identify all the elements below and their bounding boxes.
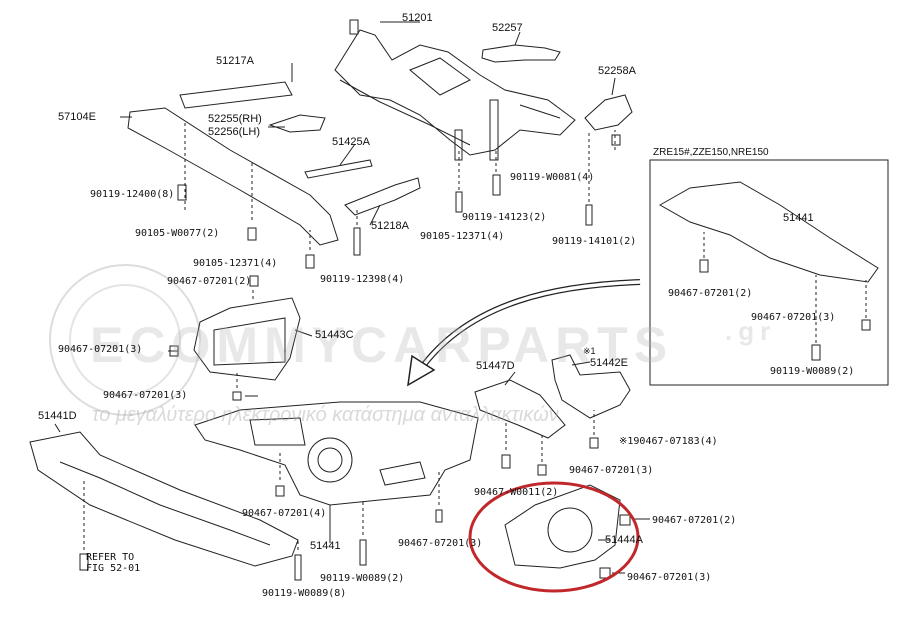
crossmember-57104e-part	[127, 107, 339, 246]
label-57104e: 57104E	[58, 111, 96, 123]
brace-51425a-part	[304, 159, 373, 179]
callout-15: 90467-07201(2)	[652, 515, 737, 526]
label-52258a: 52258A	[598, 65, 636, 77]
callout-5: 90105-12371(4)	[420, 231, 505, 242]
callout-17: 90467-07201(3)	[398, 538, 483, 549]
callout-16: 90467-07201(4)	[242, 508, 327, 519]
callout-18: 90119-W0089(2)	[320, 573, 405, 584]
inset-box	[649, 159, 889, 386]
callout-20: 90467-07201(3)	[627, 572, 712, 583]
bracket-52258a-part	[584, 94, 633, 131]
reinforcement-51217a-part	[179, 81, 293, 109]
inset-callout-1: 90467-07201(2)	[668, 288, 753, 299]
label-52257: 52257	[492, 22, 523, 34]
label-51441-main: 51441	[310, 540, 341, 552]
callout-19: 90119-W0089(8)	[262, 588, 347, 599]
callout-14: 90467-W0011(2)	[474, 487, 559, 498]
label-51218a: 51218A	[371, 220, 409, 232]
brace-52255-part	[268, 114, 326, 133]
watermark-emblem	[49, 264, 201, 416]
watermark-domain: .gr	[725, 316, 777, 346]
callout-9: 90467-07201(2)	[167, 276, 252, 287]
callout-10: 90467-07201(3)	[58, 344, 143, 355]
callout-2: 90119-12400(8)	[90, 189, 175, 200]
label-52255: 52255(RH)	[208, 113, 262, 125]
callout-4: 90105-W0077(2)	[135, 228, 220, 239]
refer-line2: FIG 52-01	[86, 563, 141, 574]
label-51447d: 51447D	[476, 360, 515, 372]
front-subframe-part	[334, 19, 576, 161]
label-51425a: 51425A	[332, 136, 370, 148]
label-51442e-mark: ※1	[583, 346, 596, 356]
inset-header: ZRE15#,ZZE150,NRE150	[653, 147, 769, 158]
undercover-51441d-part	[29, 431, 299, 567]
label-51444a: 51444A	[605, 534, 643, 546]
label-52256: 52256(LH)	[208, 126, 260, 138]
inset-callout-3: 90119-W0089(2)	[770, 366, 855, 377]
cover-51444a-part	[504, 484, 621, 569]
reinforcement-51218a-part	[344, 177, 421, 216]
callout-6: 90119-14101(2)	[552, 236, 637, 247]
cover-51447d-part	[474, 379, 566, 439]
bracket-52257-part	[481, 44, 561, 63]
refer-line1: REFER TO	[86, 552, 135, 563]
cover-51443c-part	[193, 297, 301, 381]
callout-11: 90467-07201(3)	[103, 390, 188, 401]
callout-12: ※190467-07183(4)	[619, 436, 718, 447]
callout-7: 90105-12371(4)	[193, 258, 278, 269]
engine-undercover-51441-part	[194, 401, 479, 506]
callout-1: 90119-W0081(4)	[510, 172, 595, 183]
label-51217a: 51217A	[216, 55, 254, 67]
label-51442e: 51442E	[590, 357, 628, 369]
watermark-brand: ECOMMYCARPARTS	[90, 317, 674, 373]
callout-13: 90467-07201(3)	[569, 465, 654, 476]
callout-3: 90119-14123(2)	[462, 212, 547, 223]
callout-8: 90119-12398(4)	[320, 274, 405, 285]
watermark-tagline: το μεγαλύτερο ηλεκτρονικό κατάστημα αντα…	[92, 404, 559, 426]
label-51441d: 51441D	[38, 410, 77, 422]
label-51443c: 51443C	[315, 329, 354, 341]
highlight-circle	[468, 481, 640, 593]
inset-undercover-part	[658, 181, 879, 283]
label-51201: 51201	[402, 12, 433, 24]
inset-callout-2: 90467-07201(3)	[751, 312, 836, 323]
label-51441-inset: 51441	[783, 212, 814, 224]
